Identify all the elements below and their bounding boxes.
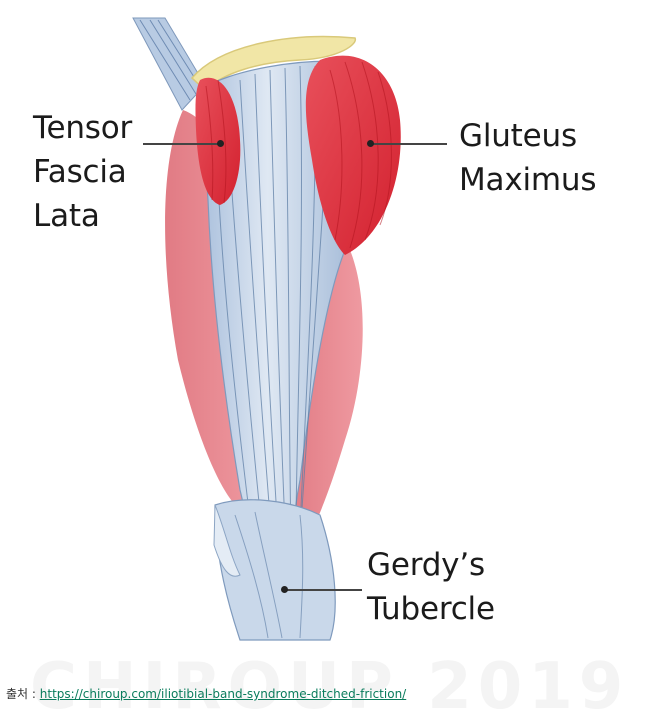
leader-line-gluteus-maximus bbox=[371, 143, 447, 145]
label-line: Tubercle bbox=[367, 591, 495, 627]
knee-fibers bbox=[234, 511, 304, 639]
label-tensor-fascia-lata: Tensor Fascia Lata bbox=[33, 106, 132, 238]
label-line: Fascia bbox=[33, 154, 127, 190]
patella-area bbox=[213, 504, 241, 577]
label-line: Gerdy’s bbox=[367, 547, 485, 583]
faded-watermark: CHIROUP 2019 bbox=[30, 650, 630, 724]
label-line: Gluteus bbox=[459, 118, 577, 154]
label-gluteus-maximus: Gluteus Maximus bbox=[459, 114, 597, 202]
source-link[interactable]: https://chiroup.com/iliotibial-band-synd… bbox=[39, 687, 407, 701]
knee-and-lower-leg bbox=[214, 499, 336, 641]
tensor-fascia-lata-striations bbox=[205, 79, 227, 204]
gluteus-maximus-muscle bbox=[305, 55, 401, 255]
upper-tendon-strap bbox=[132, 17, 206, 111]
label-line: Maximus bbox=[459, 162, 597, 198]
pointer-dot-gluteus-maximus bbox=[367, 140, 374, 147]
leader-line-gerdys-tubercle bbox=[284, 589, 362, 591]
biceps-femoris-muscle bbox=[288, 250, 363, 545]
label-line: Tensor bbox=[33, 110, 133, 146]
caption-prefix: 출처 : bbox=[6, 687, 40, 701]
pointer-dot-gerdys-tubercle bbox=[281, 586, 288, 593]
leader-line-tensor-fascia-lata bbox=[143, 143, 220, 145]
gluteus-maximus-striations bbox=[329, 61, 392, 249]
iliac-crest bbox=[190, 35, 356, 92]
source-caption: 출처 : https://chiroup.com/iliotibial-band… bbox=[6, 685, 406, 702]
label-line: Lata bbox=[33, 198, 100, 234]
label-gerdys-tubercle: Gerdy’s Tubercle bbox=[367, 543, 495, 631]
pointer-dot-tensor-fascia-lata bbox=[217, 140, 224, 147]
